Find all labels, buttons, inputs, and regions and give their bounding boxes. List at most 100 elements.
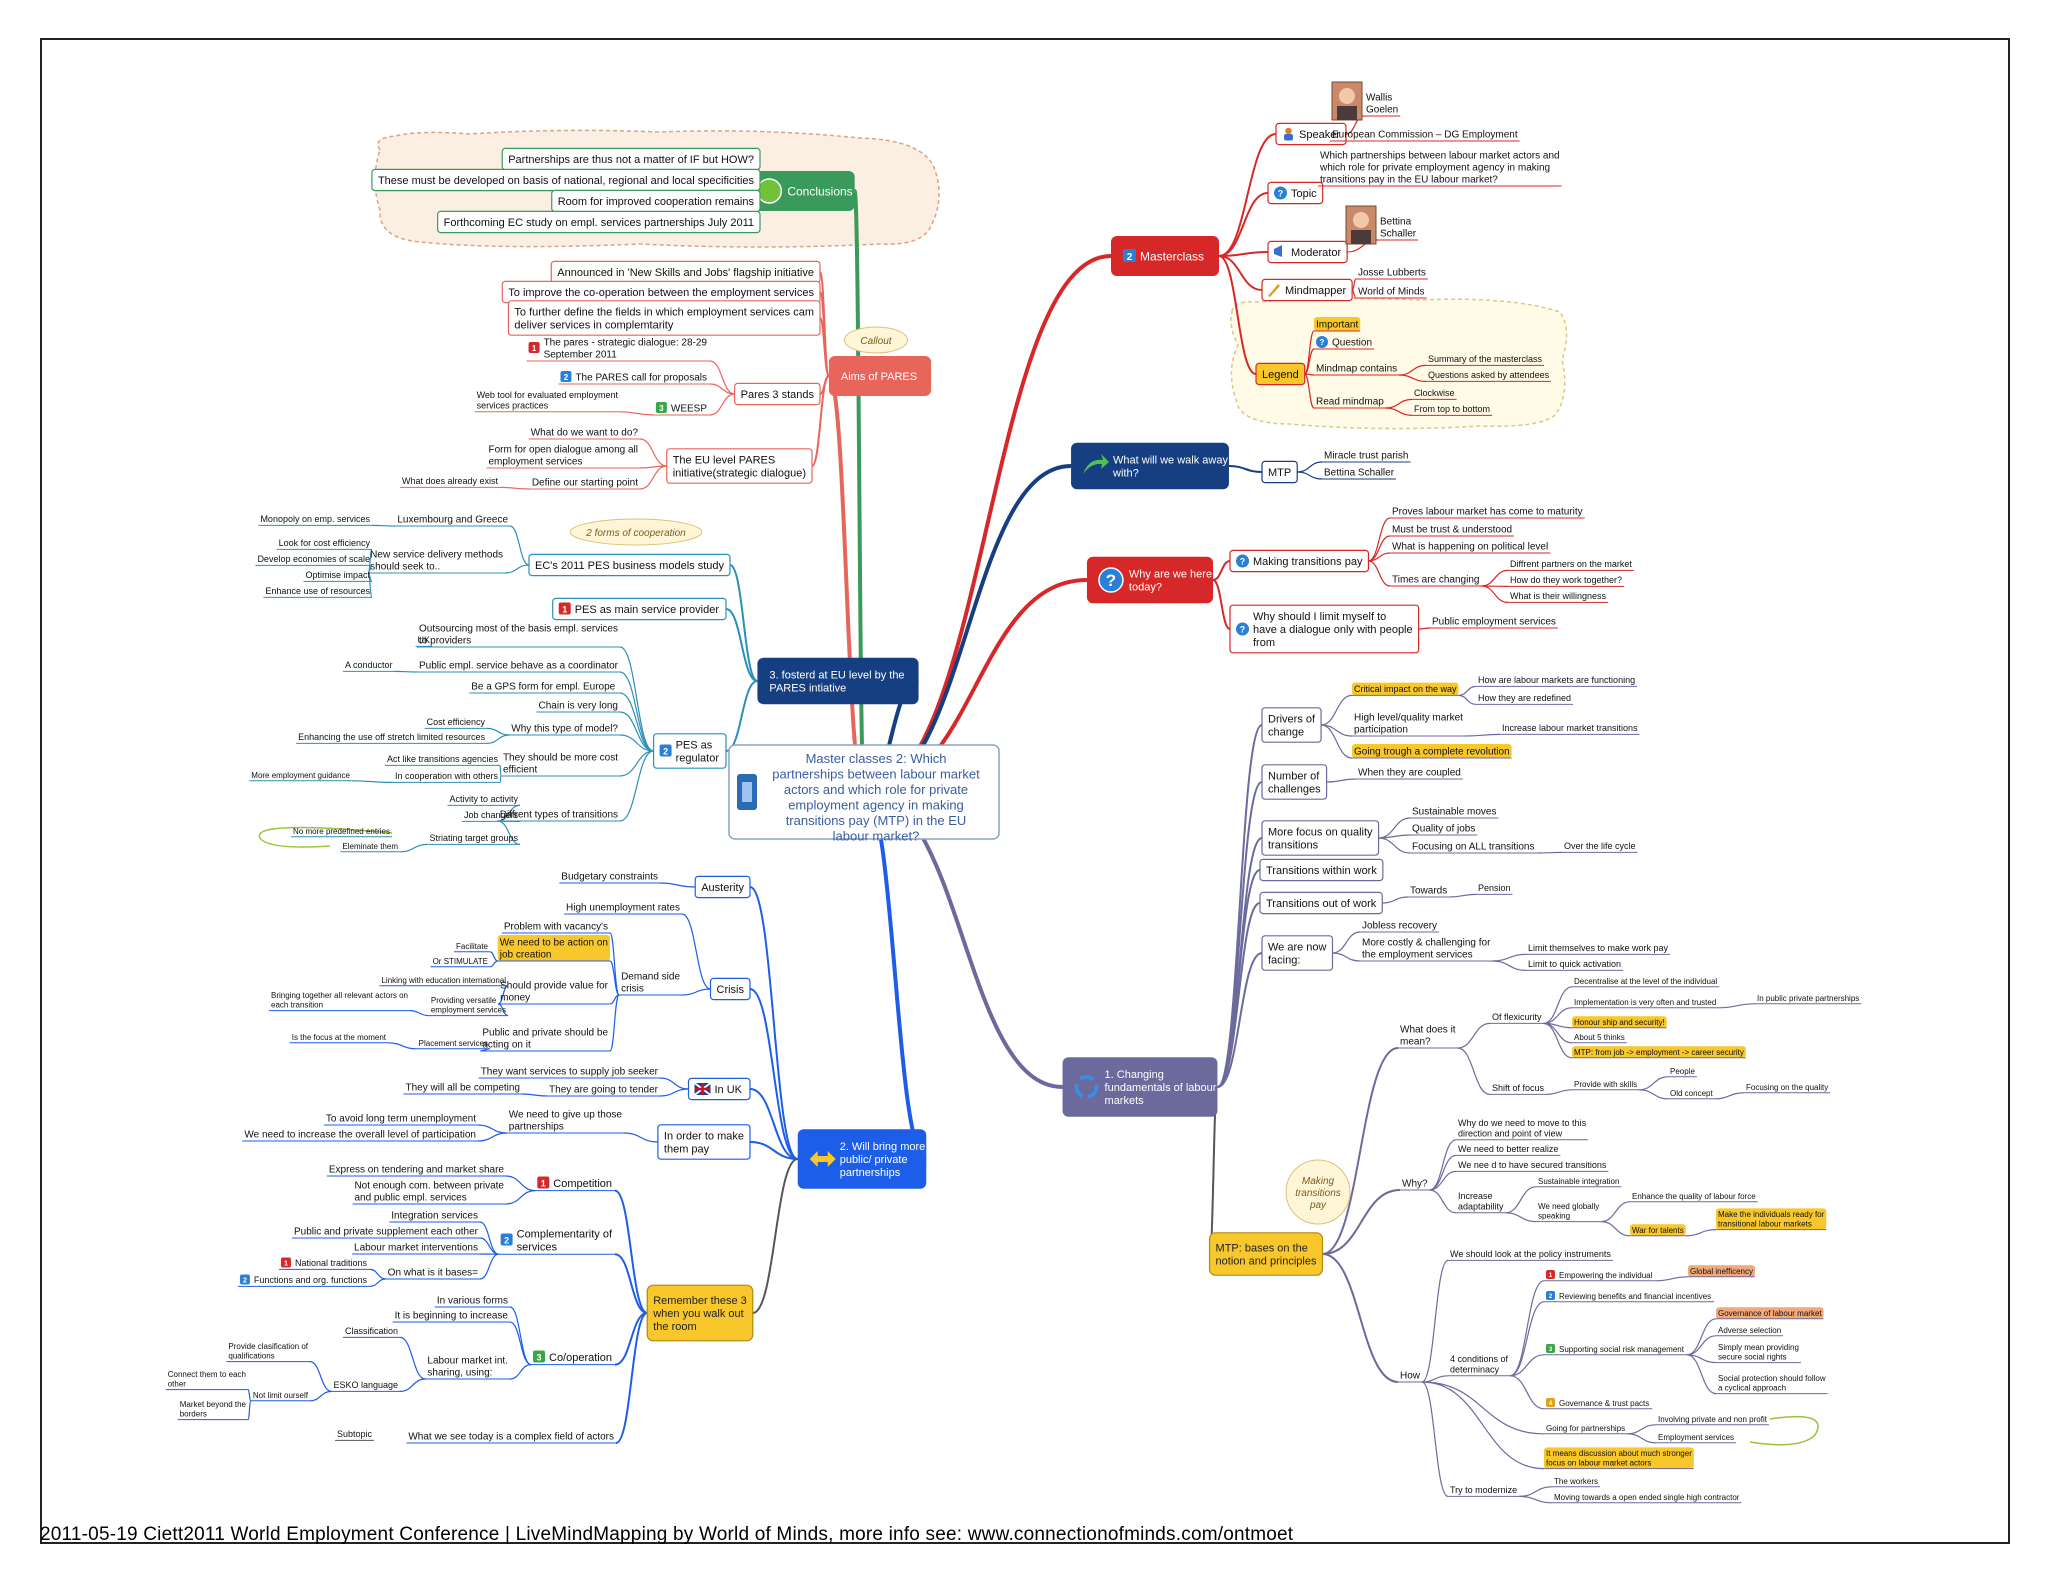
node-lg4[interactable]: Read mindmap bbox=[1314, 397, 1386, 409]
node-numch1[interactable]: When they are coupled bbox=[1356, 768, 1463, 780]
node-c3[interactable]: Room for improved cooperation remains bbox=[551, 189, 761, 213]
node-mk4a[interactable]: Diffrent partners on the market bbox=[1508, 559, 1634, 571]
node-r6c[interactable]: More employment guidance bbox=[249, 771, 352, 782]
node-uk2[interactable]: They are going to tender bbox=[547, 1085, 660, 1097]
node-d4b[interactable]: Is the focus at the moment bbox=[289, 1033, 388, 1044]
node-fc2b[interactable]: Limit to quick activation bbox=[1526, 959, 1624, 971]
node-how[interactable]: How bbox=[1398, 1371, 1423, 1383]
node-mm1[interactable]: Josse Lubberts bbox=[1356, 268, 1428, 280]
node-r2a[interactable]: A conductor bbox=[342, 660, 395, 672]
node-r4[interactable]: Chain is very long bbox=[536, 701, 620, 713]
node-mf3a[interactable]: Over the life cycle bbox=[1562, 841, 1638, 853]
node-hw5[interactable]: Try to modernize bbox=[1448, 1485, 1520, 1497]
node-towards[interactable]: Towards bbox=[1408, 886, 1450, 898]
node-ns2[interactable]: Develop economies of scale bbox=[255, 554, 372, 566]
node-mtp[interactable]: MTP bbox=[1261, 460, 1298, 484]
node-mk1[interactable]: Proves labour market has come to maturit… bbox=[1390, 507, 1585, 519]
node-r1[interactable]: Outsourcing most of the basis empl. serv… bbox=[417, 624, 620, 648]
node-wq1[interactable]: Why do we need to move to thisdirection … bbox=[1456, 1118, 1589, 1141]
node-fx2[interactable]: Implementation is very often and trusted bbox=[1572, 998, 1719, 1009]
node-shift[interactable]: Shift of focus bbox=[1490, 1083, 1547, 1095]
node-topic1[interactable]: Which partnerships between labour market… bbox=[1318, 151, 1562, 187]
node-crisis[interactable]: Crisis bbox=[709, 977, 751, 1001]
node-conclusions[interactable]: Conclusions bbox=[745, 171, 855, 211]
node-fx4[interactable]: About 5 thinks bbox=[1572, 1033, 1627, 1044]
node-moderator[interactable]: Moderator bbox=[1267, 240, 1348, 264]
node-r7e[interactable]: No more predefined entries bbox=[291, 827, 392, 838]
node-r7b[interactable]: Job changers bbox=[461, 810, 520, 822]
node-wq3[interactable]: We nee d to have secured transitions bbox=[1456, 1160, 1609, 1172]
node-r6b[interactable]: In cooperation with others bbox=[392, 771, 500, 783]
node-austerity[interactable]: Austerity bbox=[694, 875, 751, 899]
node-e3[interactable]: Define our starting point bbox=[529, 478, 640, 490]
node-d2a[interactable]: Facilitate bbox=[453, 942, 490, 953]
node-r7d[interactable]: Eleminate them bbox=[340, 842, 400, 853]
node-pares3[interactable]: Pares 3 stands bbox=[734, 382, 821, 406]
node-comp1[interactable]: Express on tendering and market share bbox=[326, 1165, 506, 1177]
node-highunemp[interactable]: High unemployment rates bbox=[564, 903, 682, 915]
node-co1[interactable]: In various forms bbox=[434, 1296, 510, 1308]
node-mm2[interactable]: World of Minds bbox=[1356, 287, 1427, 299]
node-co3[interactable]: Labour market int.sharing, using: bbox=[425, 1356, 510, 1380]
node-wq4a[interactable]: Sustainable integration bbox=[1536, 1177, 1622, 1188]
node-lg4b[interactable]: From top to bottom bbox=[1412, 404, 1493, 416]
node-hw2c2[interactable]: Adverse selection bbox=[1716, 1326, 1784, 1337]
node-cs4[interactable]: On what is it bases= bbox=[385, 1268, 480, 1280]
node-dr1[interactable]: Critical impact on the way bbox=[1352, 682, 1459, 696]
node-mtp2[interactable]: Bettina Schaller bbox=[1322, 468, 1397, 480]
node-e3a[interactable]: What does already exist bbox=[399, 476, 500, 488]
node-ns3[interactable]: Optimise impact bbox=[303, 570, 372, 582]
node-wq4b2[interactable]: War for talents bbox=[1630, 1224, 1686, 1237]
node-r5b[interactable]: Enhancing the use off stretch limited re… bbox=[296, 732, 487, 744]
node-aims[interactable]: Aims of PARES bbox=[828, 356, 932, 396]
node-sh1c[interactable]: Focusing on the quality bbox=[1744, 1083, 1831, 1094]
node-ns1[interactable]: Look for cost efficiency bbox=[276, 538, 372, 550]
node-wq4b3[interactable]: Make the individuals ready fortransition… bbox=[1716, 1208, 1827, 1231]
node-hw4[interactable]: It means discussion about much strongerf… bbox=[1544, 1447, 1694, 1470]
node-speaker[interactable]: Speaker bbox=[1275, 122, 1347, 146]
node-callout[interactable]: Callout bbox=[843, 326, 909, 354]
node-wq4b1[interactable]: Enhance the quality of labour force bbox=[1630, 1192, 1758, 1203]
node-dr1a[interactable]: How are labour markets are functioning bbox=[1476, 675, 1638, 687]
node-lg4a[interactable]: Clockwise bbox=[1412, 388, 1457, 400]
node-co2[interactable]: It is beginning to increase bbox=[392, 1311, 510, 1323]
node-mf2[interactable]: Quality of jobs bbox=[1410, 824, 1478, 836]
node-outof[interactable]: Transitions out of work bbox=[1259, 891, 1383, 915]
node-d2b[interactable]: Or STIMULATE bbox=[430, 957, 490, 968]
node-within[interactable]: Transitions within work bbox=[1259, 858, 1384, 882]
node-r2[interactable]: Public empl. service behave as a coordin… bbox=[417, 661, 620, 673]
node-r7c[interactable]: Striating target groups bbox=[427, 833, 520, 845]
node-mindmapper[interactable]: Mindmapper bbox=[1261, 278, 1353, 302]
node-hw3[interactable]: Going for partnerships bbox=[1544, 1424, 1628, 1435]
node-legend[interactable]: Legend bbox=[1255, 362, 1306, 386]
node-mono[interactable]: Monopoly on emp. services bbox=[258, 514, 372, 526]
node-fx3[interactable]: Honour ship and security! bbox=[1572, 1016, 1667, 1029]
node-making[interactable]: ?Making transitions pay bbox=[1229, 549, 1370, 573]
node-wl1[interactable]: Public employment services bbox=[1430, 617, 1558, 629]
